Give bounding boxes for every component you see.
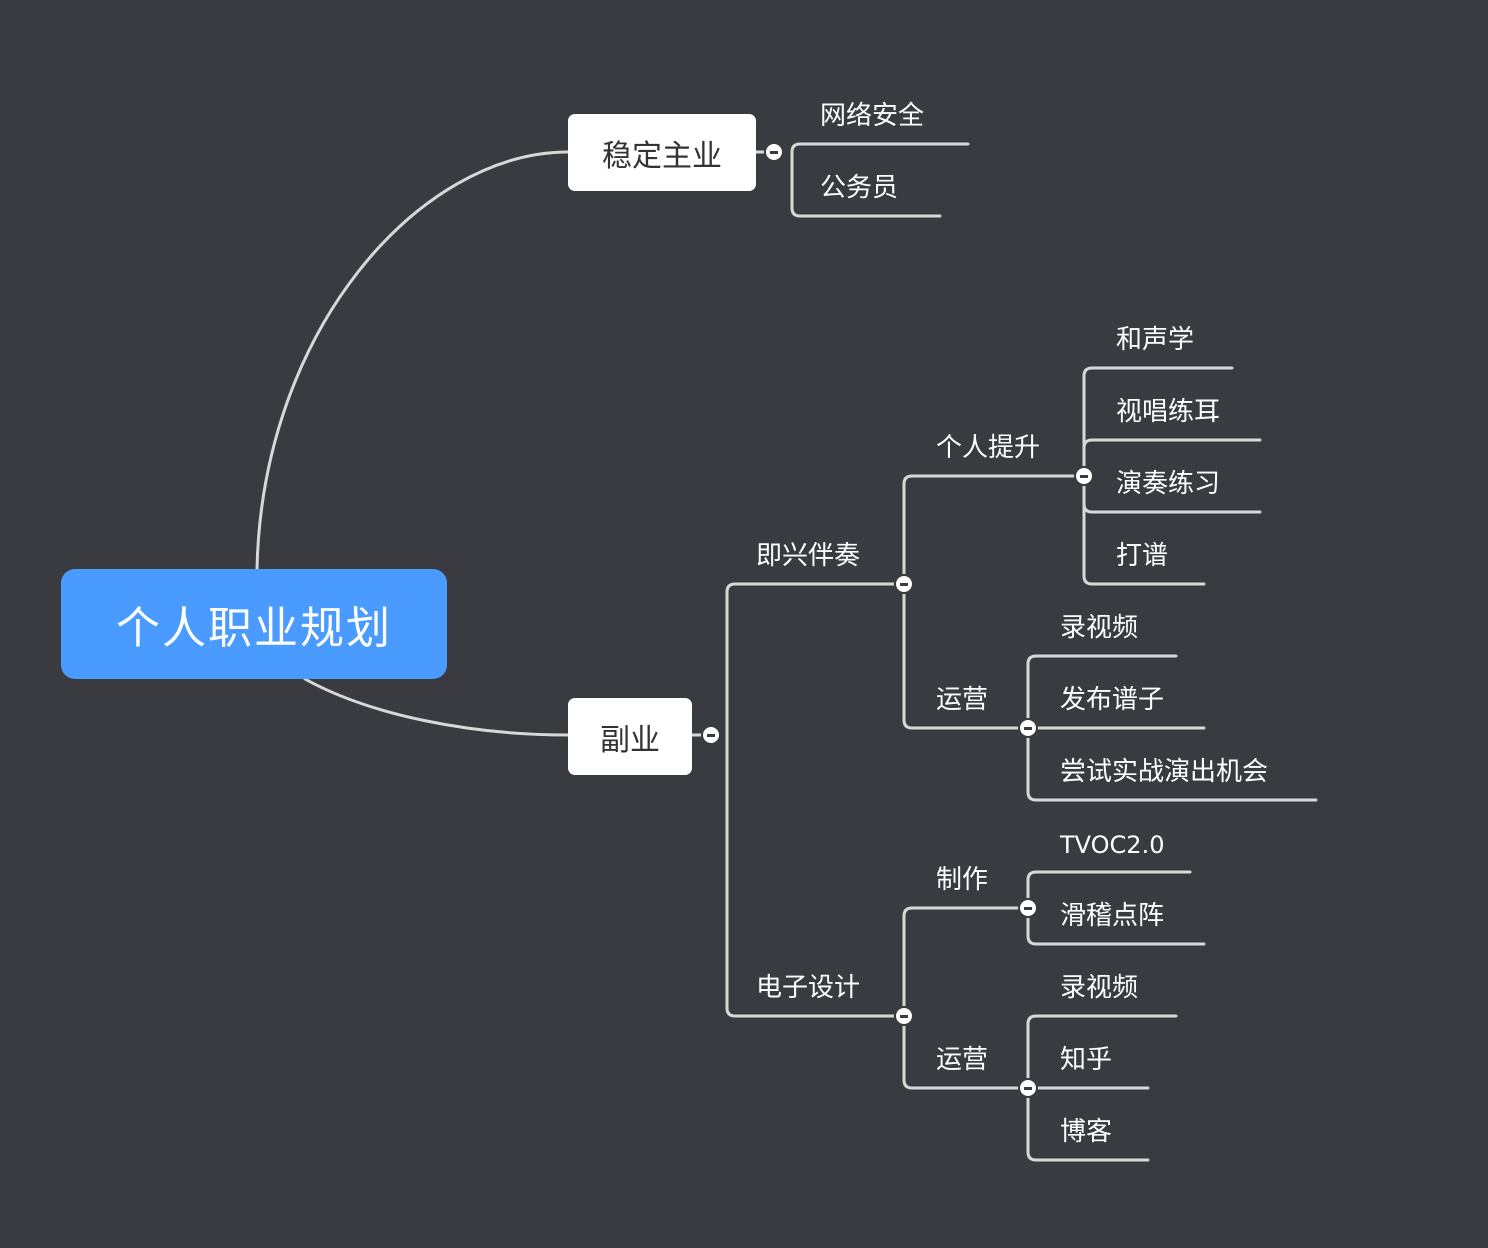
line-electronic-ops-children: [1026, 1014, 1178, 1162]
topic-electronic-design[interactable]: 电子设计: [756, 973, 861, 1003]
topic-improv-operations[interactable]: 运营: [936, 685, 989, 715]
topic-civil-servant[interactable]: 公务员: [820, 173, 899, 203]
topic-record-video-2[interactable]: 录视频: [1060, 973, 1139, 1003]
line-root-stable: [255, 150, 570, 571]
topic-side-job[interactable]: 副业: [568, 698, 692, 775]
topic-electronic-operations[interactable]: 运营: [936, 1045, 989, 1075]
collapse-electronic-button[interactable]: [894, 1006, 914, 1026]
root-topic[interactable]: 个人职业规划: [61, 569, 447, 679]
collapse-improv-ops-button[interactable]: [1018, 718, 1038, 738]
topic-improv-accompaniment[interactable]: 即兴伴奏: [756, 541, 861, 571]
line-personal-children: [1082, 366, 1262, 586]
collapse-stable-button[interactable]: [764, 142, 784, 162]
topic-publish-scores[interactable]: 发布谱子: [1060, 685, 1165, 715]
topic-blog[interactable]: 博客: [1060, 1117, 1113, 1147]
collapse-personal-button[interactable]: [1074, 466, 1094, 486]
topic-stable-job[interactable]: 稳定主业: [568, 114, 756, 191]
topic-harmony[interactable]: 和声学: [1116, 325, 1195, 355]
line-root-side: [303, 677, 570, 737]
topic-network-security[interactable]: 网络安全: [820, 101, 925, 131]
topic-transcription[interactable]: 打谱: [1116, 541, 1169, 571]
topic-performance-practice[interactable]: 演奏练习: [1116, 469, 1221, 499]
line-side-trunk: [690, 582, 906, 1018]
topic-funny-dot-matrix[interactable]: 滑稽点阵: [1060, 901, 1165, 931]
topic-live-performance[interactable]: 尝试实战演出机会: [1060, 757, 1269, 787]
topic-record-video[interactable]: 录视频: [1060, 613, 1139, 643]
line-improv: [902, 474, 1086, 730]
topic-personal-improvement[interactable]: 个人提升: [936, 433, 1041, 463]
topic-making[interactable]: 制作: [936, 865, 989, 895]
collapse-electronic-ops-button[interactable]: [1018, 1078, 1038, 1098]
line-improv-ops-children: [1026, 654, 1318, 802]
line-make-children: [1026, 870, 1206, 946]
topic-tvoc[interactable]: TVOC2.0: [1060, 831, 1165, 859]
line-electronic: [902, 906, 1030, 1090]
collapse-make-button[interactable]: [1018, 898, 1038, 918]
collapse-improv-button[interactable]: [894, 574, 914, 594]
topic-zhihu[interactable]: 知乎: [1060, 1045, 1113, 1075]
collapse-side-button[interactable]: [701, 725, 721, 745]
topic-ear-training[interactable]: 视唱练耳: [1116, 397, 1221, 427]
